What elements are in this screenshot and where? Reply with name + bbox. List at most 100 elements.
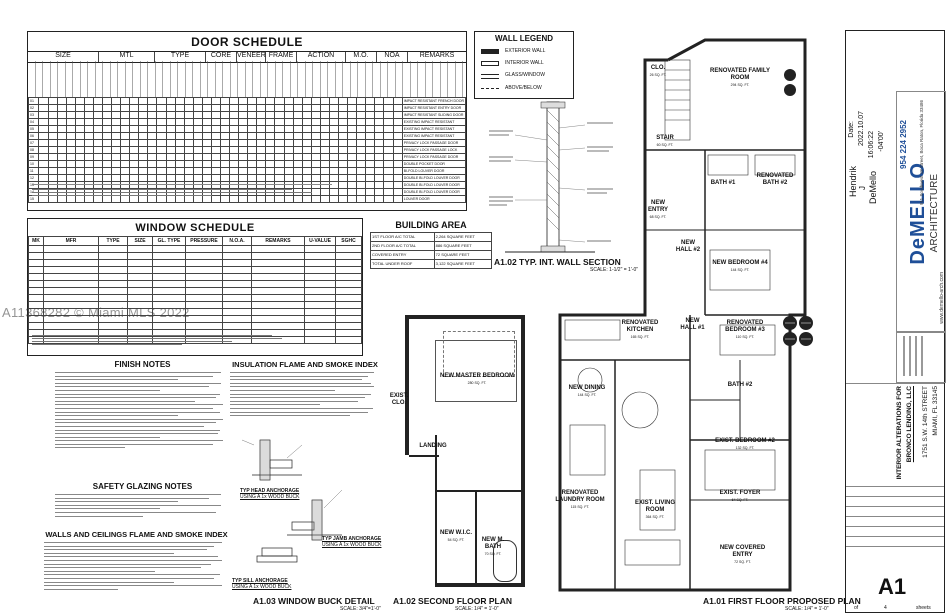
second-floor-plan: NEW MASTER BEDROOM 280 SQ. FT. EXIST. CL… <box>385 315 540 597</box>
signature-initial: J <box>858 186 867 190</box>
door-schedule-row: 07 PRIVACY LOCK PASSAGE DOOR <box>27 139 467 147</box>
window-col-mk: MK <box>28 236 44 246</box>
firm-sub: ARCHITECTURE <box>929 174 940 253</box>
head-anchorage-label: TYP HEAD ANCHORAGE <box>240 488 300 494</box>
door-row-remarks: DOUBLE BI-FOLD LOUVER DOOR <box>401 181 467 189</box>
title-block: Hendrik J DeMello Date: 2022.10.07 16:06… <box>845 30 946 613</box>
window-schedule-row <box>28 329 362 337</box>
jamb-anchorage-sub: USING A 1x WOOD BUCK <box>322 542 382 548</box>
room-new-bedroom-4: NEW BEDROOM #4 144 SQ. FT. <box>712 260 768 272</box>
door-group-frame: FRAME <box>266 52 297 62</box>
wall-legend-glass: GLASS/WINDOW <box>481 71 571 80</box>
safety-notes-title: SAFETY GLAZING NOTES <box>92 482 193 491</box>
window-schedule-row <box>28 273 362 281</box>
door-schedule-row: 03 IMPACT RESISTANT SLIDING DOOR <box>27 111 467 119</box>
door-row-remarks: PRIVACY LOCK PASSAGE DOOR <box>401 139 467 147</box>
sheets-label: sheets <box>916 605 931 611</box>
door-schedule-footnotes <box>32 184 332 207</box>
wall-legend-above: ABOVE/BELOW <box>481 84 571 93</box>
room-bath-2-lower: BATH #2 <box>727 382 753 388</box>
room-new-covered-entry: NEW COVERED ENTRY 72 SQ. FT. <box>719 545 766 564</box>
wall-section-title: A1.02 TYP. INT. WALL SECTION <box>494 257 621 267</box>
signature-date: 2022.10.07 <box>858 111 865 147</box>
first-floor-plan: RENOVATED FAMILY ROOM 294 SQ. FT. CLO. 2… <box>540 30 840 597</box>
window-schedule-row <box>28 266 362 274</box>
insulation-index-title: INSULATION FLAME AND SMOKE INDEX <box>232 360 378 369</box>
sheet-of-label: of <box>854 605 859 611</box>
window-schedule-footnotes <box>32 333 282 347</box>
door-schedule-row: 09 PRIVACY LOCK PASSAGE DOOR <box>27 153 467 161</box>
buck-detail: TYP HEAD ANCHORAGE USING A 1x WOOD BUCK … <box>232 430 382 595</box>
room-new-m-bath: NEW M. BATH 70 SQ. FT. <box>481 537 505 556</box>
door-row-remarks: LOUVER DOOR <box>401 195 467 203</box>
door-row-number: 12 <box>27 174 40 182</box>
door-row-remarks: EXISTING IMPACT RESISTANT <box>401 132 467 140</box>
window-col-type: TYPE <box>98 236 128 246</box>
insulation-index-body <box>230 372 380 417</box>
window-schedule: WINDOW SCHEDULE MK MFR TYPE SIZE GL. TYP… <box>27 218 363 356</box>
project-block: INTERIOR ALTERATIONS FOR BRONCO LENDING,… <box>846 383 944 484</box>
room-clo: CLO. 26 SQ. FT. <box>649 65 667 77</box>
door-row-remarks: PRIVACY LOCK PASSAGE DOOR <box>401 153 467 161</box>
wall-legend-exterior: EXTERIOR WALL <box>481 47 571 56</box>
window-schedule-row <box>28 294 362 302</box>
info-rows <box>846 486 944 556</box>
door-row-number: 09 <box>27 153 40 161</box>
project-client: BRONCO LENDING, LLC <box>906 386 913 463</box>
wall-legend-title: WALL LEGEND <box>494 34 554 43</box>
door-row-number: 07 <box>27 139 40 147</box>
buck-detail-svg <box>241 439 343 563</box>
room-exist-bedroom-2: EXIST. BEDROOM #2 132 SQ. FT. <box>715 438 775 450</box>
window-col-gltype: GL. TYPE <box>152 236 186 246</box>
window-schedule-row <box>28 280 362 288</box>
room-stair: STAIR 60 SQ. FT. <box>656 135 674 147</box>
door-row-number: 11 <box>27 167 40 175</box>
signature-last: DeMello <box>868 171 878 205</box>
window-col-noa: N.O.A. <box>222 236 252 246</box>
door-row-number: 15 <box>27 195 40 203</box>
finish-notes-body <box>55 372 230 449</box>
door-row-remarks: PRIVACY LOCK PASSAGE LOCK <box>401 146 467 154</box>
door-row-remarks: IMPACT RESISTANT SLIDING DOOR <box>401 111 467 119</box>
door-row-number: 04 <box>27 118 40 126</box>
door-group-core: CORE <box>206 52 237 62</box>
first-floor-walls-svg <box>558 38 813 592</box>
signature-date-label: Date: <box>848 121 855 138</box>
room-renovated-laundry: RENOVATED LAUNDRY ROOM 115 SQ. FT. <box>555 490 605 509</box>
door-row-number: 03 <box>27 111 40 119</box>
door-group-mtl: MTL <box>99 52 155 62</box>
window-schedule-table: MK MFR TYPE SIZE GL. TYPE PRESSURE N.O.A… <box>28 236 362 344</box>
room-new-entry: NEW ENTRY 68 SQ. FT. <box>647 200 669 219</box>
door-row-number: 01 <box>27 97 40 105</box>
door-group-size: SIZE <box>28 52 99 62</box>
room-new-wic: NEW W.I.C. 54 SQ. FT. <box>440 530 472 542</box>
door-row-remarks: DOUBLE BI-FOLD LOUVER DOOR <box>401 174 467 182</box>
room-exist-living-room: EXIST. LIVING ROOM 364 SQ. FT. <box>634 500 675 519</box>
window-schedule-row <box>28 287 362 295</box>
finish-notes-title: FINISH NOTES <box>114 360 171 369</box>
window-schedule-table-wrap: MK MFR TYPE SIZE GL. TYPE PRESSURE N.O.A… <box>28 236 362 344</box>
signature-tz: -04'00' <box>878 131 885 152</box>
window-schedule-row <box>28 245 362 253</box>
room-landing: LANDING <box>419 443 447 449</box>
room-renovated-kitchen: RENOVATED KITCHEN 165 SQ. FT. <box>621 320 659 339</box>
finish-notes: FINISH NOTES <box>55 360 230 480</box>
door-group-type: TYPE <box>155 52 206 62</box>
door-group-remarks: REMARKS <box>419 52 455 59</box>
disclaimer-block <box>896 331 946 383</box>
firm-address: 911 Southwest 18 Street, Boca Raton, Flo… <box>919 100 924 205</box>
door-group-veneer: VENEER <box>237 52 266 62</box>
window-schedule-row <box>28 252 362 260</box>
